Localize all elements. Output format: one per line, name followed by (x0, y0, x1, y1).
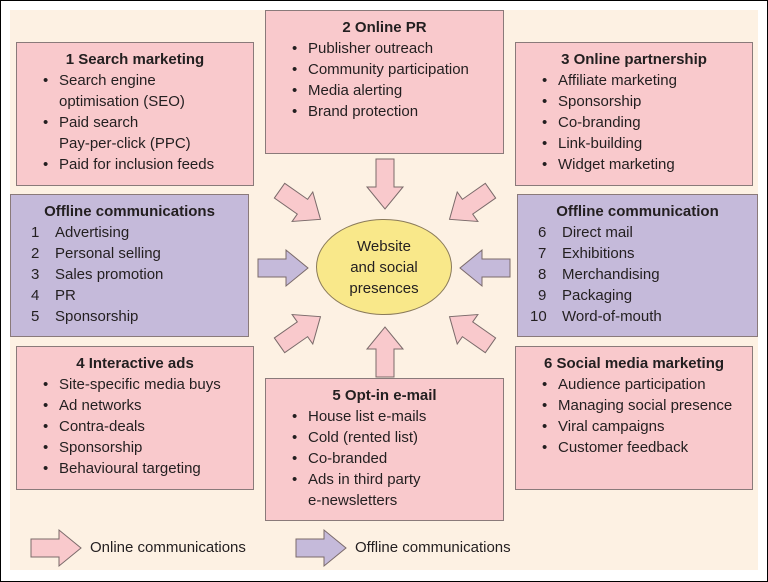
box-title: 1 Search marketing (65, 51, 205, 68)
list-item: Publisher outreach (266, 38, 503, 59)
list-item: Viral campaigns (516, 416, 752, 437)
legend-online-label: Online communications (90, 539, 246, 556)
box-title: Offline communication (556, 203, 719, 220)
online-partnership-box: 3 Online partnership Affiliate marketing… (515, 42, 753, 186)
list-item: e-newsletters (308, 492, 398, 509)
social-media-marketing-box: 6 Social media marketing Audience partic… (515, 346, 753, 490)
list-item: House list e-mails (266, 406, 503, 427)
list-item: Customer feedback (516, 437, 752, 458)
arrow-from-offline-right (459, 249, 511, 287)
list-item: Ads in third party (266, 469, 503, 490)
hub-label-line: Website (357, 237, 411, 255)
arrow-from-opt-in-email (366, 326, 404, 378)
arrow-from-offline-left (257, 249, 309, 287)
legend-offline-arrow-icon (295, 529, 347, 567)
list-item: Ad networks (17, 395, 253, 416)
arrow-from-interactive-ads (268, 301, 332, 361)
list-item: Audience participation (516, 374, 752, 395)
list-item: Media alerting (266, 80, 503, 101)
list-item: Cold (rented list) (266, 427, 503, 448)
list-item: Paid search (17, 112, 253, 133)
box-title: 2 Online PR (342, 19, 427, 36)
search-marketing-box: 1 Search marketing Search engine optimis… (16, 42, 254, 186)
list-item: Sponsorship (17, 437, 253, 458)
arrow-from-online-pr (366, 158, 404, 210)
list-item: Brand protection (266, 101, 503, 122)
hub-label-line: presences (349, 279, 419, 297)
box-title: 3 Online partnership (561, 51, 707, 68)
opt-in-email-box: 5 Opt-in e-mail House list e-mails Cold … (265, 378, 504, 521)
list-item: Community participation (266, 59, 503, 80)
website-social-presences-hub: Website and social presences (316, 219, 452, 315)
list-item: Search engine (17, 70, 253, 91)
list-item: Contra-deals (17, 416, 253, 437)
list-item: Widget marketing (516, 154, 752, 175)
box-title: 5 Opt-in e-mail (332, 387, 437, 404)
interactive-ads-box: 4 Interactive ads Site-specific media bu… (16, 346, 254, 490)
list-item: Co-branding (516, 112, 752, 133)
legend-online-arrow-icon (30, 529, 82, 567)
arrow-from-search-marketing (268, 175, 332, 235)
legend-offline-label: Offline communications (355, 539, 511, 556)
list-item: Link-building (516, 133, 752, 154)
list-item: Managing social presence (516, 395, 752, 416)
list-item: Paid for inclusion feeds (17, 154, 253, 175)
list-item: Co-branded (266, 448, 503, 469)
box-title: Offline communications (44, 203, 215, 220)
hub-label-line: and social (350, 258, 418, 276)
online-pr-box: 2 Online PR Publisher outreach Community… (265, 10, 504, 154)
list-item: Behavioural targeting (17, 458, 253, 479)
list-item: Site-specific media buys (17, 374, 253, 395)
list-item: optimisation (SEO) (59, 93, 185, 110)
box-title: 4 Interactive ads (76, 355, 194, 372)
list-item: Sponsorship (516, 91, 752, 112)
arrow-from-online-partnership (438, 175, 502, 235)
list-item: Affiliate marketing (516, 70, 752, 91)
arrow-from-social-media (438, 301, 502, 361)
box-title: 6 Social media marketing (543, 355, 725, 372)
list-item: Pay-per-click (PPC) (59, 135, 191, 152)
